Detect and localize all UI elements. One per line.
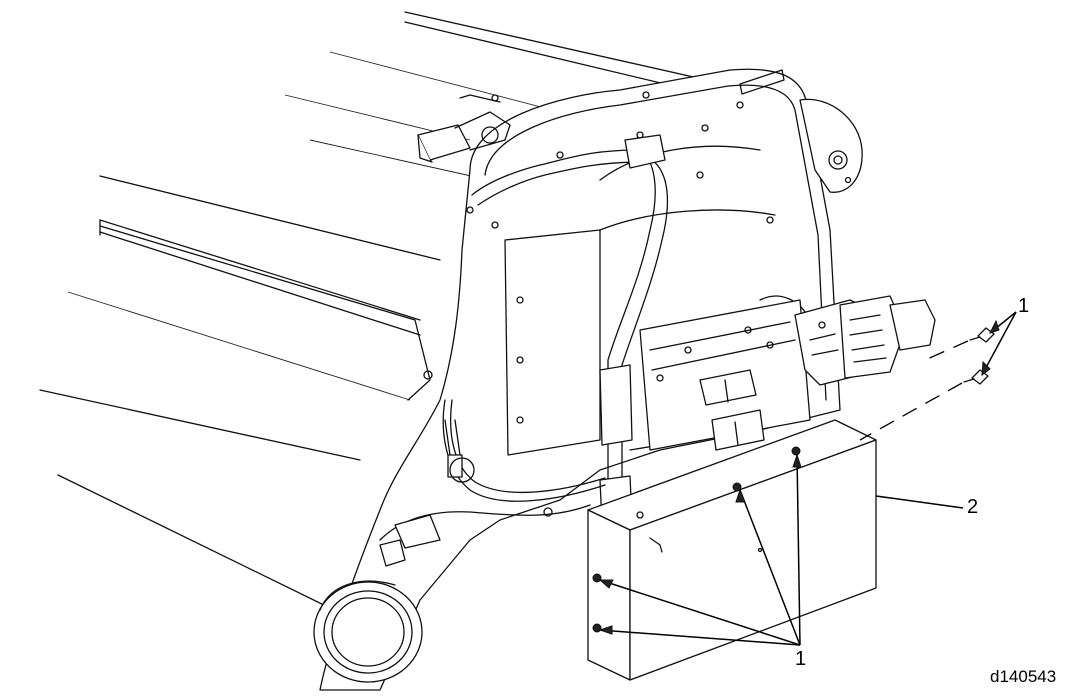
- outlet-flange: [313, 514, 441, 683]
- top-module: [417, 91, 650, 229]
- callout-bracket: 2: [967, 496, 979, 518]
- connector-assembly: [639, 299, 811, 451]
- temperature-sensor: [444, 419, 475, 483]
- cover-box: [587, 419, 877, 681]
- exploded-bolts: [963, 327, 995, 385]
- end-plate: [319, 68, 841, 691]
- mounting-ear: [799, 98, 863, 193]
- control-module: [794, 295, 936, 386]
- assembly-lines: [859, 340, 969, 441]
- housing-fasteners: [423, 370, 644, 519]
- callout-bolts-bottom: 1: [795, 648, 807, 670]
- figure-id: d140543: [990, 667, 1057, 686]
- callout-bolts-top: 1: [1018, 295, 1030, 317]
- housing-outline: [39, 11, 761, 609]
- leader-lines: [598, 311, 1017, 646]
